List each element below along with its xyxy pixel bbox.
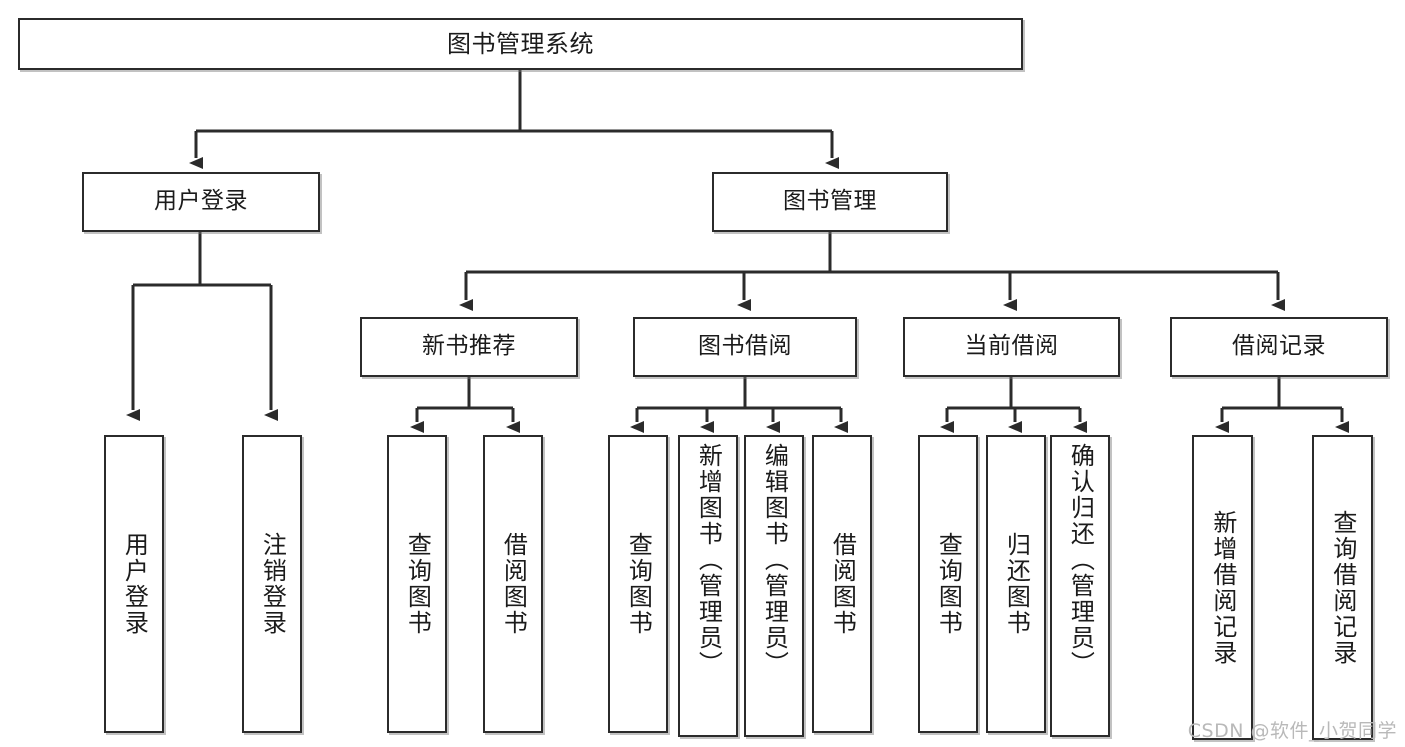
node-label: 编辑图书（管理员） (760, 443, 789, 677)
node-leaf-add-book[interactable]: 新增图书（管理员） (678, 435, 738, 737)
node-leaf-borrow-book-2[interactable]: 借阅图书 (812, 435, 872, 733)
node-label: 借阅图书 (499, 532, 528, 636)
node-label: 用户登录 (154, 188, 248, 215)
node-leaf-query-book-1[interactable]: 查询图书 (387, 435, 447, 733)
node-label: 图书管理系统 (447, 29, 594, 58)
node-label: 用户登录 (120, 532, 149, 636)
node-label: 图书借阅 (698, 333, 792, 360)
node-new-book-recommend[interactable]: 新书推荐 (360, 317, 578, 377)
node-leaf-query-book-2[interactable]: 查询图书 (608, 435, 668, 733)
node-leaf-query-book-3[interactable]: 查询图书 (918, 435, 978, 733)
node-book-management[interactable]: 图书管理 (712, 172, 948, 232)
node-label: 查询借阅记录 (1328, 509, 1357, 666)
node-label: 查询图书 (934, 532, 963, 636)
node-leaf-user-login[interactable]: 用户登录 (104, 435, 164, 733)
node-label: 注销登录 (258, 532, 287, 636)
node-leaf-return-book[interactable]: 归还图书 (986, 435, 1046, 733)
node-label: 新增借阅记录 (1208, 509, 1237, 666)
node-borrow-record[interactable]: 借阅记录 (1170, 317, 1388, 377)
node-leaf-borrow-book-1[interactable]: 借阅图书 (483, 435, 543, 733)
node-label: 确认归还（管理员） (1066, 443, 1095, 677)
node-user-login[interactable]: 用户登录 (82, 172, 320, 232)
node-label: 查询图书 (403, 532, 432, 636)
node-leaf-query-record[interactable]: 查询借阅记录 (1312, 435, 1373, 740)
node-leaf-add-record[interactable]: 新增借阅记录 (1192, 435, 1253, 740)
node-leaf-confirm-return[interactable]: 确认归还（管理员） (1050, 435, 1110, 737)
node-label: 查询图书 (624, 532, 653, 636)
node-root[interactable]: 图书管理系统 (18, 18, 1023, 70)
node-label: 借阅图书 (828, 532, 857, 636)
node-label: 借阅记录 (1232, 333, 1326, 360)
csdn-watermark: CSDN @软件_小贺同学 (1187, 720, 1397, 742)
node-label: 新书推荐 (422, 333, 516, 360)
node-leaf-logout[interactable]: 注销登录 (242, 435, 302, 733)
node-book-borrow[interactable]: 图书借阅 (633, 317, 857, 377)
node-label: 当前借阅 (964, 333, 1059, 360)
node-label: 图书管理 (783, 188, 877, 215)
node-label: 新增图书（管理员） (694, 443, 723, 677)
node-leaf-edit-book[interactable]: 编辑图书（管理员） (744, 435, 804, 737)
node-current-borrow[interactable]: 当前借阅 (903, 317, 1120, 377)
node-label: 归还图书 (1002, 532, 1031, 636)
